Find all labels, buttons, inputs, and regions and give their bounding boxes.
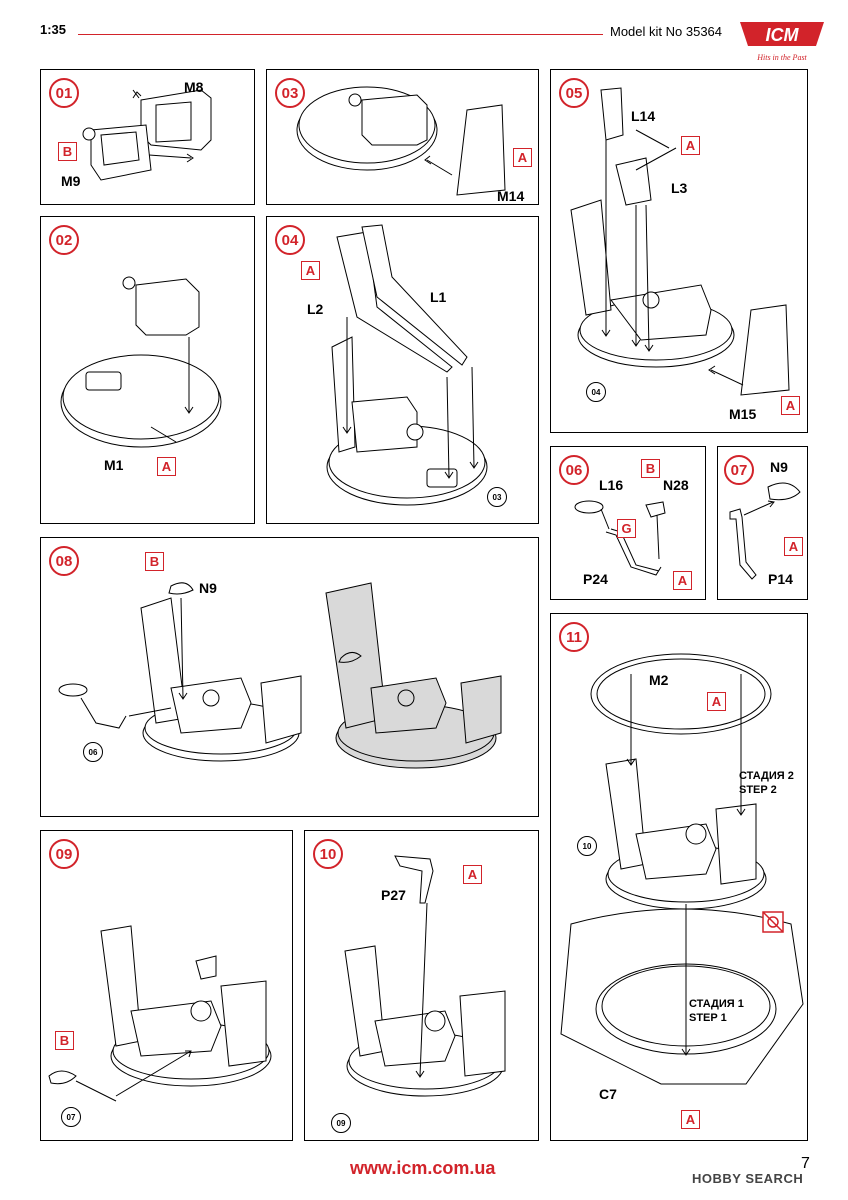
step-number: 06 xyxy=(559,455,589,485)
scale-label: 1:35 xyxy=(40,22,67,37)
sprue-tag-g: G xyxy=(617,519,636,538)
header-rule xyxy=(78,34,603,35)
step-08-drawing xyxy=(58,582,502,769)
sprue-tag-b: B xyxy=(145,552,164,571)
icm-logo: ICM Hits in the Past xyxy=(740,22,824,62)
step-ref-03: 03 xyxy=(487,487,507,507)
part-label-l1: L1 xyxy=(430,289,447,305)
part-label-m2: M2 xyxy=(649,672,669,688)
step-number: 03 xyxy=(275,78,305,108)
step-number: 07 xyxy=(724,455,754,485)
step-number: 05 xyxy=(559,78,589,108)
step-05-panel: 05 L14 A L3 04 M15 A xyxy=(550,69,808,433)
part-label-p14: P14 xyxy=(768,571,793,587)
page-number: 7 xyxy=(801,1155,810,1172)
sprue-tag-a: A xyxy=(673,571,692,590)
step-05-drawing xyxy=(570,87,790,396)
sprue-tag-a: A xyxy=(707,692,726,711)
svg-text:ICM: ICM xyxy=(766,25,800,45)
svg-text:Hits in the Past: Hits in the Past xyxy=(756,53,807,62)
part-label-n9: N9 xyxy=(770,459,788,475)
step-number: 01 xyxy=(49,78,79,108)
step-07-panel: 07 N9 A P14 xyxy=(717,446,808,600)
sprue-tag-a: A xyxy=(513,148,532,167)
website-link[interactable]: www.icm.com.ua xyxy=(350,1158,496,1178)
step-01-panel: 01 M8 M9 B xyxy=(40,69,255,205)
step-04-panel: 04 A L2 L1 03 xyxy=(266,216,539,524)
sprue-tag-a: A xyxy=(157,457,176,476)
part-label-c7: C7 xyxy=(599,1086,617,1102)
step-06-drawing xyxy=(574,500,666,576)
step-number: 09 xyxy=(49,839,79,869)
stage-1-label-ru: СТАДИЯ 1 xyxy=(689,998,744,1010)
step-11-panel: 11 M2 A СТАДИЯ 2 STEP 2 10 СТАДИЯ 1 STEP… xyxy=(550,613,808,1141)
step-ref-06: 06 xyxy=(83,742,103,762)
watermark: HOBBY SEARCH xyxy=(692,1171,804,1186)
step-04-drawing xyxy=(326,224,488,506)
step-10-panel: 10 P27 A 09 xyxy=(304,830,539,1141)
part-label-l14: L14 xyxy=(631,108,656,124)
step-number: 04 xyxy=(275,225,305,255)
sprue-tag-a: A xyxy=(681,136,700,155)
step-number: 11 xyxy=(559,622,589,652)
step-number: 02 xyxy=(49,225,79,255)
step-ref-07: 07 xyxy=(61,1107,81,1127)
sprue-tag-a: A xyxy=(781,396,800,415)
part-label-m1: M1 xyxy=(104,457,124,473)
step-ref-10: 10 xyxy=(577,836,597,856)
sprue-tag-b: B xyxy=(55,1031,74,1050)
part-label-l16: L16 xyxy=(599,477,624,493)
step-number: 10 xyxy=(313,839,343,869)
part-label-p27: P27 xyxy=(381,887,406,903)
stage-2-label-en: STEP 2 xyxy=(739,784,777,796)
part-label-m15: M15 xyxy=(729,406,757,422)
step-11-drawing xyxy=(560,653,804,1085)
step-number: 08 xyxy=(49,546,79,576)
part-label-n28: N28 xyxy=(663,477,689,493)
step-03-panel: 03 M14 A xyxy=(266,69,539,205)
part-label-m9: M9 xyxy=(61,173,81,189)
step-06-panel: 06 L16 B N28 G P24 A xyxy=(550,446,706,600)
step-07-drawing xyxy=(729,482,801,580)
step-10-drawing xyxy=(344,855,506,1097)
step-ref-09: 09 xyxy=(331,1113,351,1133)
part-label-m8: M8 xyxy=(184,79,204,95)
stage-1-label-en: STEP 1 xyxy=(689,1012,727,1024)
step-ref-04: 04 xyxy=(586,382,606,402)
part-label-m14: M14 xyxy=(497,188,525,204)
part-label-l2: L2 xyxy=(307,301,324,317)
step-08-panel: 08 B N9 06 xyxy=(40,537,539,817)
kit-number: Model kit No 35364 xyxy=(610,24,723,39)
sprue-tag-a: A xyxy=(784,537,803,556)
step-01-drawing xyxy=(82,89,212,181)
sprue-tag-b: B xyxy=(641,459,660,478)
part-label-p24: P24 xyxy=(583,571,608,587)
sprue-tag-a: A xyxy=(681,1110,700,1129)
part-label-l3: L3 xyxy=(671,180,688,196)
sprue-tag-a: A xyxy=(301,261,320,280)
step-02-panel: 02 M1 A xyxy=(40,216,255,524)
step-03-drawing xyxy=(296,86,506,196)
sprue-tag-a: A xyxy=(463,865,482,884)
step-09-drawing xyxy=(48,925,272,1102)
part-label-n9: N9 xyxy=(199,580,217,596)
step-02-drawing xyxy=(60,276,222,448)
step-09-panel: 09 B 07 xyxy=(40,830,293,1141)
sprue-tag-b: B xyxy=(58,142,77,161)
stage-2-label-ru: СТАДИЯ 2 xyxy=(739,770,794,782)
